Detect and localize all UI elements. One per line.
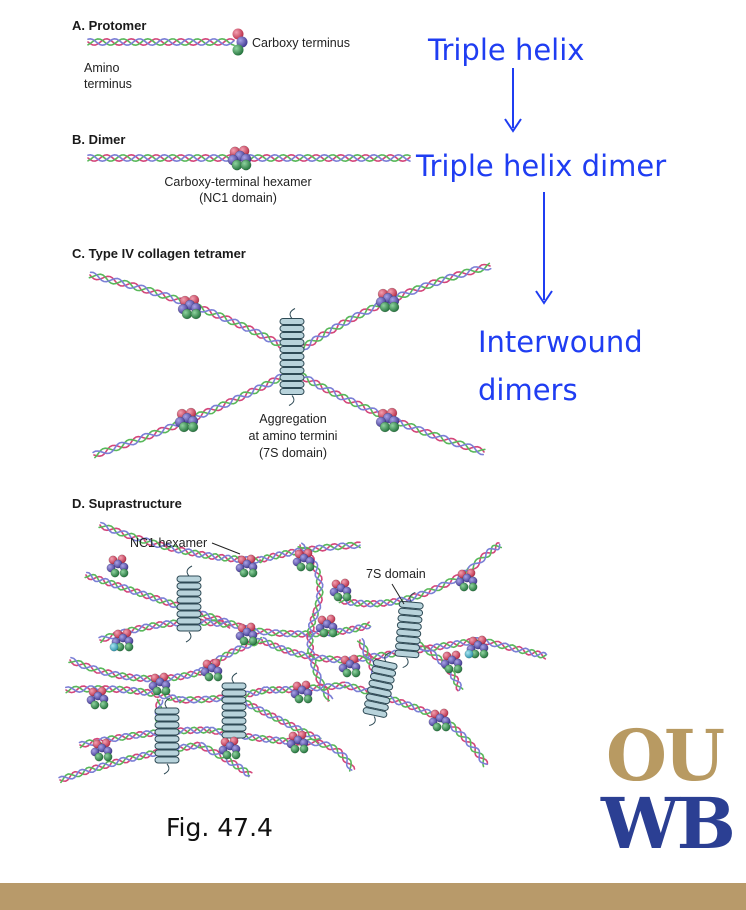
nc1-domain-globules — [86, 28, 489, 762]
helix-strand — [249, 624, 372, 638]
hexamer-label-2: (NC1 domain) — [199, 191, 277, 205]
helix-strand — [343, 683, 445, 723]
nc1-globule — [109, 628, 134, 652]
coil-7s — [176, 565, 202, 643]
helix-strand — [86, 571, 252, 630]
helix-strand — [238, 699, 322, 741]
7s-domain-leader — [391, 583, 405, 605]
nc1-globule — [375, 287, 400, 313]
aggregation-label-3: (7S domain) — [259, 446, 327, 460]
coil-7s — [362, 651, 398, 727]
amino-terminus-label-1: Amino — [84, 61, 119, 75]
helix-strand — [260, 639, 351, 664]
panel-a-title: A. Protomer — [72, 18, 146, 33]
nc1-globule — [428, 708, 451, 732]
helix-strand — [200, 741, 251, 777]
carboxy-terminus-label: Carboxy terminus — [252, 36, 350, 50]
nc1-globule — [174, 407, 199, 433]
nc1-globule — [440, 650, 463, 674]
arrow-down-icon — [535, 192, 553, 305]
ouwb-logo: OU WB — [600, 714, 736, 865]
7s-domain-label: 7S domain — [366, 567, 426, 581]
arrow-down-icon — [504, 68, 522, 133]
interwound-annotation-1: Interwound — [478, 325, 643, 359]
coil-7s — [279, 308, 305, 406]
helix-strand — [78, 726, 211, 747]
helix-strand — [100, 521, 261, 564]
nc1-globule — [200, 658, 223, 682]
aggregation-label-1: Aggregation — [259, 412, 326, 426]
helix-strand — [87, 153, 233, 163]
nc1-globule — [106, 554, 129, 578]
hexamer-label-1: Carboxy-terminal hexamer — [164, 175, 311, 189]
helix-strand — [344, 681, 447, 720]
interwound-annotation-2: dimers — [478, 373, 578, 407]
helix-strand — [479, 639, 547, 660]
triple-helix-annotation: Triple helix — [427, 33, 584, 67]
helix-strand — [68, 659, 201, 683]
helix-strand — [70, 656, 201, 683]
helix-strand — [65, 685, 181, 703]
panel-d-title: D. Suprastructure — [72, 496, 182, 511]
panel-b-title: B. Dimer — [72, 132, 125, 147]
helix-strand — [87, 37, 235, 47]
helix-strand — [445, 717, 488, 766]
footer-bar — [0, 883, 746, 910]
helix-strand — [442, 721, 485, 768]
helix-strand — [471, 544, 503, 573]
nc1-globule — [290, 680, 313, 704]
nc1-globule — [218, 736, 241, 760]
nc1-globule — [227, 145, 252, 171]
nc1-globule — [315, 614, 338, 638]
helix-strand — [338, 566, 470, 608]
logo-bottom: WB — [600, 782, 733, 865]
nc1-globule — [329, 578, 352, 602]
helix-strand — [344, 684, 446, 722]
nc1-hexamer-label: NC1 hexamer — [130, 536, 207, 550]
figure-caption: Fig. 47.4 — [166, 813, 273, 842]
nc1-globule — [235, 622, 258, 646]
coil-7s — [154, 697, 180, 775]
nc1-globule — [90, 738, 113, 762]
helix-strand — [339, 569, 472, 608]
helix-strand — [479, 636, 548, 658]
nc1-globule — [177, 294, 202, 320]
helix-strand — [249, 621, 370, 638]
amino-terminus-label-2: terminus — [84, 77, 132, 91]
nc1-globule — [464, 635, 489, 659]
helix-strand — [247, 153, 411, 163]
nc1-globule — [375, 407, 400, 433]
helix-strand — [98, 618, 232, 640]
helix-strand — [87, 37, 235, 47]
7s-domain-coils — [154, 308, 424, 775]
nc1-globule — [292, 548, 315, 572]
helix-strand — [410, 636, 462, 691]
panel-c-title: C. Type IV collagen tetramer — [72, 246, 246, 261]
helix-strand — [478, 638, 548, 659]
logo-top: OU — [606, 714, 724, 797]
helix-strand — [87, 153, 233, 163]
nc1-globule — [455, 568, 478, 592]
helix-strand — [85, 574, 250, 634]
nc1-hexamer-leader — [211, 542, 241, 555]
nc1-globule — [338, 654, 361, 678]
aggregation-label-2: at amino termini — [249, 429, 338, 443]
coil-7s — [394, 591, 424, 669]
helix-strand — [261, 639, 351, 664]
nc1-globule — [286, 730, 309, 754]
nc1-globule — [232, 28, 248, 56]
nc1-globule — [86, 686, 109, 710]
helix-strand — [299, 738, 353, 771]
triple-helix-dimer-annotation: Triple helix dimer — [415, 149, 666, 183]
helix-strand — [98, 524, 261, 564]
helix-strand — [467, 543, 501, 569]
helix-strand — [84, 573, 252, 632]
helix-strand — [262, 636, 351, 664]
nc1-globule — [235, 554, 258, 578]
nc1-globule — [148, 672, 171, 696]
helix-strand — [60, 742, 202, 784]
coil-7s — [221, 672, 247, 750]
